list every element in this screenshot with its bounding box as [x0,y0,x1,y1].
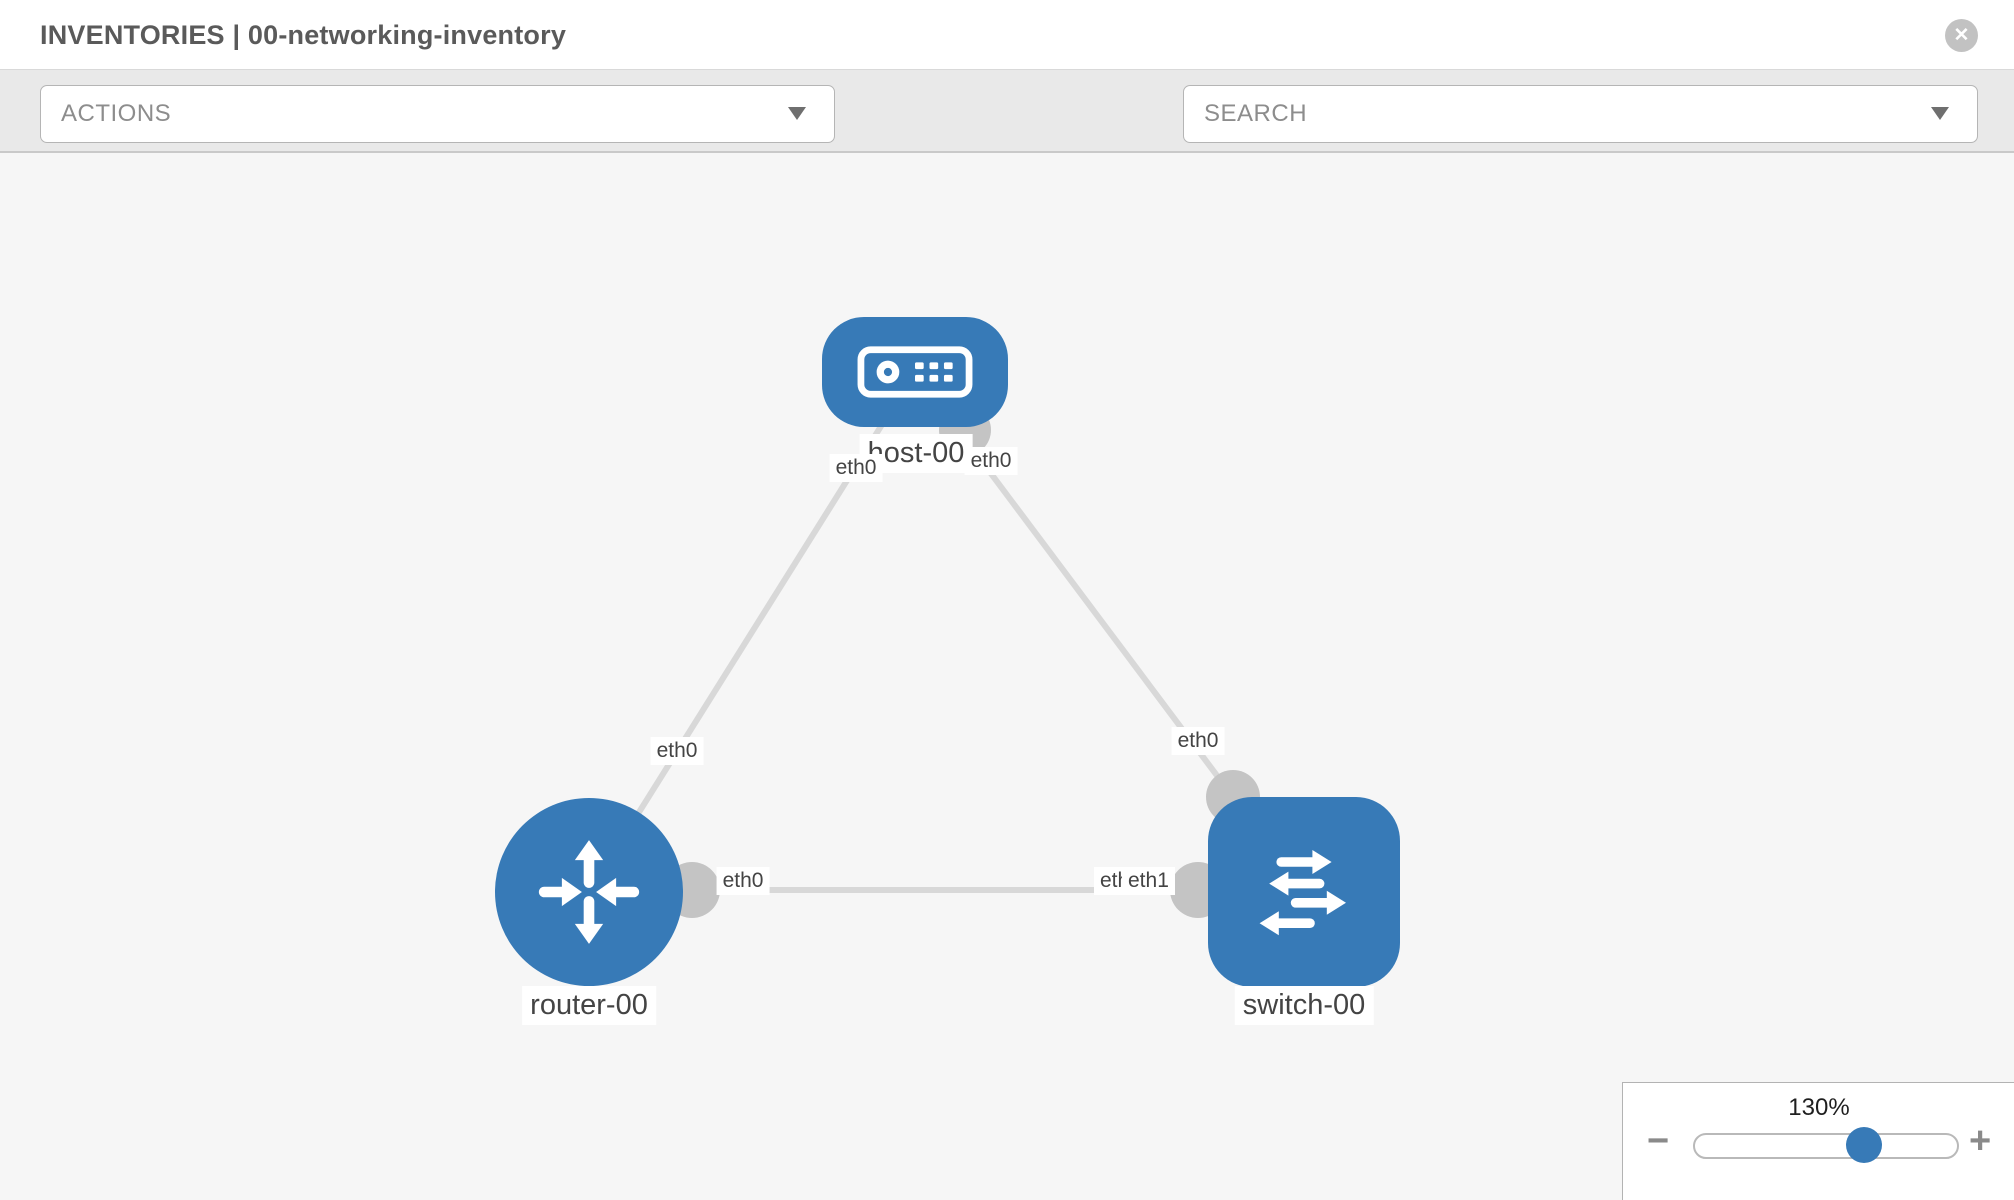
page-title: INVENTORIES | 00-networking-inventory [40,20,567,50]
zoom-slider-thumb[interactable] [1846,1127,1882,1163]
chevron-down-icon [788,107,806,120]
topology-canvas[interactable]: host-00 router-00 switch-00 eth0 eth0 et… [0,153,2014,1200]
actions-dropdown-label: ACTIONS [61,100,172,127]
node-label-router: router-00 [522,986,656,1025]
node-label-switch: switch-00 [1234,986,1374,1025]
topology-links-layer [586,370,1304,918]
toolbar: ACTIONS SEARCH [0,70,2014,211]
interface-label-switch-eth1: eth1 [1122,867,1175,895]
node-switch-00[interactable] [1208,797,1400,987]
zoom-in-button[interactable]: + [1969,1120,1992,1162]
header-bar: INVENTORIES | 00-networking-inventory ✕ [0,0,2014,70]
interface-label-router-eth0-uplink: eth0 [650,737,704,765]
interface-label-host-eth0-right: eth0 [964,447,1018,475]
zoom-slider[interactable] [1693,1133,1959,1159]
node-router-00[interactable] [495,798,683,986]
actions-dropdown[interactable]: ACTIONS [40,85,835,143]
host-icon [857,346,973,398]
interface-label-router-eth0-right: eth0 [716,867,770,895]
interface-label-host-eth0-left: eth0 [829,454,883,482]
node-host-00[interactable] [822,317,1008,427]
chevron-down-icon [1931,107,1949,120]
search-dropdown-label: SEARCH [1204,100,1308,127]
zoom-out-button[interactable]: − [1647,1120,1670,1162]
zoom-level-value: 130% [1788,1094,1850,1121]
router-icon [538,840,640,944]
search-dropdown[interactable]: SEARCH [1183,85,1978,143]
zoom-panel: 130% − + [1622,1082,2014,1200]
switch-icon [1259,850,1346,936]
interface-label-switch-eth0-uplink: eth0 [1171,727,1225,755]
close-icon[interactable]: ✕ [1945,19,1978,52]
